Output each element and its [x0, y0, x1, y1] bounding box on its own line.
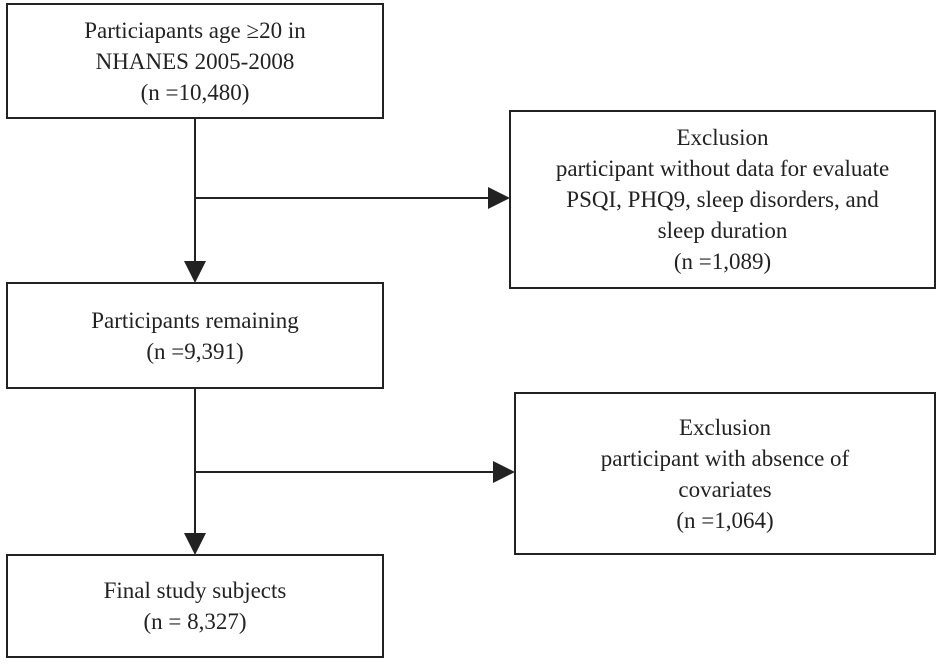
initial-line-2: NHANES 2005-2008 [95, 48, 295, 74]
exclusion-1-box: Exclusion participant without data for e… [509, 110, 936, 289]
exclusion-2-count: (n =1,064) [676, 507, 774, 533]
exclusion-1-count: (n =1,089) [673, 249, 772, 274]
final-label: Final study subjects [103, 578, 287, 603]
exclusion-2-box: Exclusion participant with absence of co… [514, 392, 936, 555]
final-count: (n = 8,327) [143, 609, 247, 634]
remaining-participants-box: Participants remaining (n =9,391) [6, 282, 384, 389]
exclusion-1-line-4: sleep duration [657, 218, 788, 243]
initial-line-1: Particiapants age ≥20 in [84, 17, 306, 43]
exclusion-1-title: Exclusion [676, 125, 769, 150]
initial-participants-box: Particiapants age ≥20 in NHANES 2005-200… [6, 3, 384, 119]
remaining-count: (n =9,391) [146, 338, 244, 364]
exclusion-2-line-2: participant with absence of [600, 445, 850, 471]
remaining-label: Participants remaining [91, 307, 299, 333]
exclusion-1-line-2: participant without data for evaluate [555, 156, 890, 181]
exclusion-2-line-3: covariates [678, 476, 772, 502]
final-subjects-box: Final study subjects (n = 8,327) [6, 554, 384, 658]
exclusion-1-line-3: PSQI, PHQ9, sleep disorders, and [566, 187, 879, 212]
exclusion-2-title: Exclusion [679, 414, 771, 440]
initial-count: (n =10,480) [140, 79, 250, 105]
